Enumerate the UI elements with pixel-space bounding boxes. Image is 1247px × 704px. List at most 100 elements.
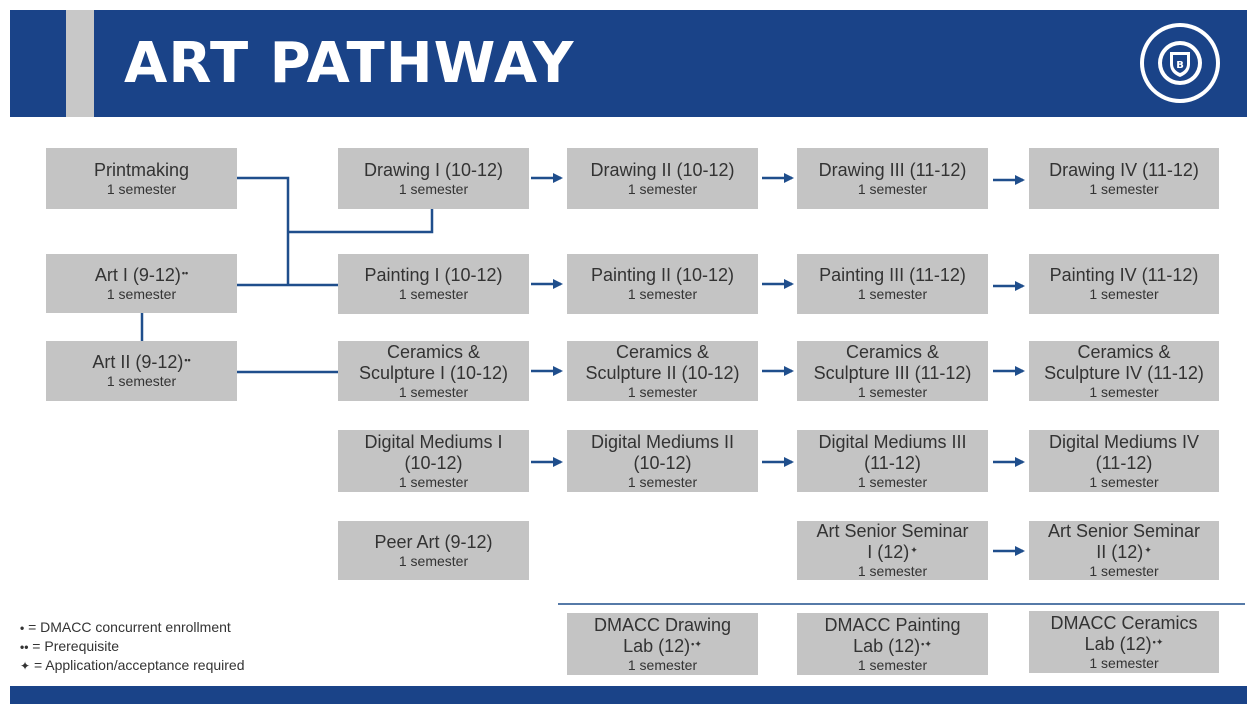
course-duration: 1 semester [1089, 473, 1159, 490]
course-duration: 1 semester [398, 552, 469, 569]
legend-item-prerequisite: •• = Prerequisite [20, 637, 245, 656]
course-box-drawing-2: Drawing II (10-12) 1 semester [567, 148, 758, 209]
course-title-line-1: Ceramics & [386, 341, 480, 362]
course-box-painting-1: Painting I (10-12) 1 semester [338, 254, 529, 314]
course-title-line-1: Digital Mediums III [818, 431, 967, 452]
course-title-line-1: Digital Mediums II [590, 431, 735, 452]
course-title-line-2: Sculpture II (10-12) [585, 362, 740, 383]
course-duration: 1 semester [1089, 383, 1159, 400]
course-duration: 1 semester [106, 373, 177, 389]
course-duration: 1 semester [857, 656, 928, 673]
course-box-painting-3: Painting III (11-12) 1 semester [797, 254, 988, 314]
course-title: Painting I (10-12) [364, 265, 503, 285]
school-seal-logo: B [1140, 23, 1220, 103]
course-duration: 1 semester [857, 563, 928, 579]
printmaking-connector [237, 176, 290, 285]
header-banner: ART PATHWAY B [10, 10, 1247, 117]
prerequisite-mark: •• [181, 267, 189, 278]
course-box-digital-3: Digital Mediums III (11-12) 1 semester [797, 430, 988, 492]
course-box-art-1: Art I (9-12)•• 1 semester [46, 254, 237, 313]
course-duration: 1 semester [627, 286, 698, 302]
course-title-line-2: Lab (12) [853, 635, 921, 656]
course-box-digital-4: Digital Mediums IV (11-12) 1 semester [1029, 430, 1219, 492]
course-box-dmacc-drawing-lab: DMACC Drawing Lab (12)•✦ 1 semester [567, 613, 758, 675]
course-title-line-1: DMACC Ceramics [1050, 612, 1198, 633]
dmacc-application-mark: •✦ [1152, 636, 1164, 647]
course-title: Drawing IV (11-12) [1049, 159, 1199, 180]
course-duration: 1 semester [1089, 180, 1159, 197]
course-title-line-2: (11-12) [864, 452, 921, 473]
course-title-line-2: (10-12) [633, 452, 692, 473]
course-duration: 1 semester [106, 180, 177, 197]
legend-symbol: •• [20, 640, 29, 654]
course-title-line-1: Ceramics & [615, 341, 709, 362]
course-title-line-2: II (12) [1096, 542, 1144, 562]
course-box-painting-2: Painting II (10-12) 1 semester [567, 254, 758, 314]
course-duration: 1 semester [857, 473, 928, 490]
course-title: Painting II (10-12) [590, 265, 735, 285]
course-title: Peer Art (9-12) [374, 531, 493, 552]
course-duration: 1 semester [627, 473, 698, 490]
course-title-line-1: Ceramics & [1077, 341, 1171, 362]
course-title-line-2: I (12) [867, 542, 910, 562]
course-box-digital-1: Digital Mediums I (10-12) 1 semester [338, 430, 529, 492]
course-title-line-2: Sculpture I (10-12) [358, 362, 509, 383]
course-box-ceramics-4: Ceramics & Sculpture IV (11-12) 1 semest… [1029, 341, 1219, 401]
legend-text: = Prerequisite [28, 638, 120, 654]
course-title-line-1: Ceramics & [845, 341, 939, 362]
course-title-line-1: Art Senior Seminar [1047, 521, 1201, 541]
course-title: Painting III (11-12) [819, 265, 966, 285]
course-title: Painting IV (11-12) [1049, 265, 1199, 285]
course-box-senior-seminar-1: Art Senior Seminar I (12)✦ 1 semester [797, 521, 988, 580]
dmacc-application-mark: •✦ [691, 638, 702, 649]
course-box-ceramics-3: Ceramics & Sculpture III (11-12) 1 semes… [797, 341, 988, 401]
course-duration: 1 semester [398, 286, 469, 302]
legend-symbol: ✦ [20, 659, 31, 673]
course-duration: 1 semester [857, 180, 928, 197]
course-box-ceramics-2: Ceramics & Sculpture II (10-12) 1 semest… [567, 341, 758, 401]
course-title: Art II (9-12) [92, 352, 184, 372]
course-title: Drawing I (10-12) [363, 159, 504, 180]
legend-item-application: ✦ = Application/acceptance required [20, 656, 245, 675]
footer-bar [10, 686, 1247, 704]
course-title: Drawing II (10-12) [590, 159, 735, 180]
course-title-line-2: Sculpture III (11-12) [813, 362, 972, 383]
course-duration: 1 semester [857, 383, 928, 400]
course-duration: 1 semester [1089, 654, 1159, 671]
course-box-dmacc-painting-lab: DMACC Painting Lab (12)•✦ 1 semester [797, 613, 988, 675]
course-box-senior-seminar-2: Art Senior Seminar II (12)✦ 1 semester [1029, 521, 1219, 580]
course-box-printmaking: Printmaking 1 semester [46, 148, 237, 209]
drawing1-connector [288, 209, 434, 234]
course-title-line-2: Lab (12) [1084, 633, 1152, 654]
course-duration: 1 semester [1089, 286, 1159, 302]
legend-text: = Application/acceptance required [30, 657, 245, 673]
course-duration: 1 semester [398, 473, 469, 490]
course-duration: 1 semester [627, 383, 698, 400]
legend-text: = DMACC concurrent enrollment [24, 619, 231, 635]
course-title-line-1: DMACC Painting [824, 614, 961, 635]
page-title: ART PATHWAY [124, 31, 575, 96]
course-duration: 1 semester [106, 285, 177, 302]
course-title-line-1: Digital Mediums I [364, 431, 503, 452]
course-duration: 1 semester [398, 383, 469, 400]
course-box-peer-art: Peer Art (9-12) 1 semester [338, 521, 529, 580]
dmacc-application-mark: •✦ [921, 638, 932, 649]
legend-item-dmacc: • = DMACC concurrent enrollment [20, 618, 245, 637]
course-duration: 1 semester [627, 180, 698, 197]
course-title-line-2: (10-12) [404, 452, 463, 473]
course-title-line-1: DMACC Drawing [593, 614, 732, 635]
course-box-drawing-3: Drawing III (11-12) 1 semester [797, 148, 988, 209]
legend-symbol: • [20, 621, 25, 635]
course-title-line-2: (11-12) [1095, 452, 1153, 473]
course-title-line-2: Sculpture IV (11-12) [1044, 362, 1204, 383]
course-duration: 1 semester [398, 180, 469, 197]
application-mark: ✦ [910, 545, 918, 555]
course-box-ceramics-1: Ceramics & Sculpture I (10-12) 1 semeste… [338, 341, 529, 401]
header-accent-stripe [66, 10, 94, 117]
course-title-line-2: Lab (12) [623, 635, 691, 656]
course-duration: 1 semester [627, 656, 698, 673]
course-box-drawing-1: Drawing I (10-12) 1 semester [338, 148, 529, 209]
svg-text:B: B [1176, 60, 1184, 71]
course-title: Art I (9-12) [94, 264, 181, 285]
course-duration: 1 semester [857, 286, 928, 302]
